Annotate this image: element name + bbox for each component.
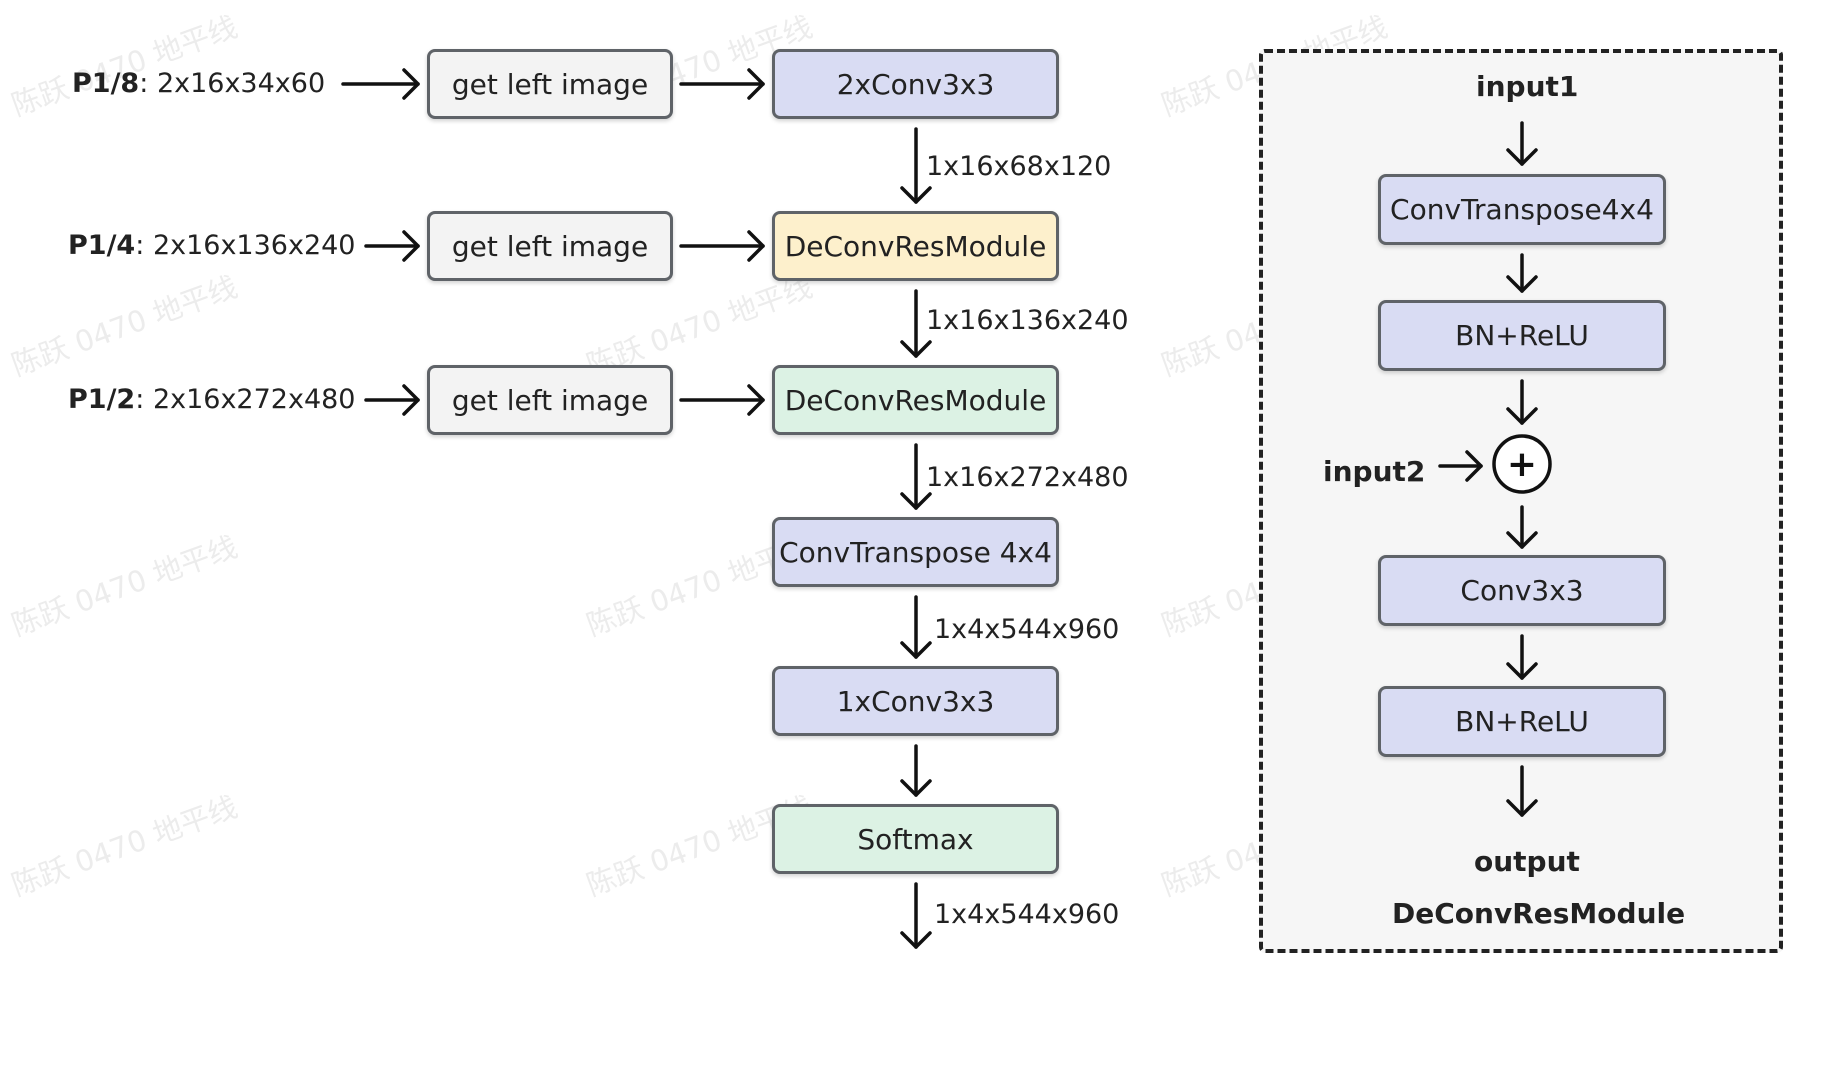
arrow-right-icon <box>1438 450 1483 482</box>
input-shape: 2x16x136x240 <box>152 230 356 261</box>
arrow-down-icon <box>900 289 932 358</box>
dim-label: 1x4x544x960 <box>934 899 1120 930</box>
arrow-down-icon <box>900 443 932 510</box>
node-deconvresmodule-2: DeConvResModule <box>772 365 1059 435</box>
input-sep: : <box>135 230 145 261</box>
input-sep: : <box>139 68 149 99</box>
get-left-image-box: get left image <box>427 49 673 119</box>
input-scale: P1/2 <box>68 384 136 415</box>
add-operator-icon: + <box>1492 434 1552 494</box>
input-sep: : <box>135 384 145 415</box>
dim-label: 1x16x272x480 <box>926 462 1129 493</box>
dim-label: 1x16x68x120 <box>926 151 1112 182</box>
arrow-right-icon <box>364 384 420 416</box>
arrow-down-icon <box>900 595 932 659</box>
arrow-down-icon <box>1506 121 1538 166</box>
arrow-down-icon <box>900 882 932 949</box>
dim-label: 1x16x136x240 <box>926 305 1129 336</box>
arrow-down-icon <box>1506 505 1538 549</box>
node-softmax: Softmax <box>772 804 1059 874</box>
arrow-right-icon <box>679 68 765 100</box>
module-node-convtranspose4x4: ConvTranspose4x4 <box>1378 174 1666 245</box>
module-input2: input2 <box>1323 455 1426 488</box>
input-scale: P1/8 <box>72 68 140 99</box>
arrow-down-icon <box>1506 379 1538 425</box>
input-shape: 2x16x34x60 <box>156 68 326 99</box>
module-title: DeConvResModule <box>1392 897 1686 930</box>
arrow-right-icon <box>679 230 765 262</box>
arrow-down-icon <box>900 744 932 797</box>
arrow-down-icon <box>900 127 932 204</box>
get-left-image-box: get left image <box>427 365 673 435</box>
input-label-p1-4: P1/4: 2x16x136x240 <box>68 230 355 261</box>
module-node-conv3x3: Conv3x3 <box>1378 555 1666 626</box>
node-2xconv3x3: 2xConv3x3 <box>772 49 1059 119</box>
arrow-right-icon <box>679 384 765 416</box>
input-label-p1-8: P1/8: 2x16x34x60 <box>72 68 325 99</box>
input-shape: 2x16x272x480 <box>152 384 356 415</box>
dim-label: 1x4x544x960 <box>934 614 1120 645</box>
module-output: output <box>1474 845 1580 878</box>
arrow-down-icon <box>1506 765 1538 817</box>
input-label-p1-2: P1/2: 2x16x272x480 <box>68 384 355 415</box>
arrow-right-icon <box>364 230 420 262</box>
input-scale: P1/4 <box>68 230 136 261</box>
node-deconvresmodule-1: DeConvResModule <box>772 211 1059 281</box>
arrow-right-icon <box>341 68 420 100</box>
add-operator-symbol: + <box>1507 444 1537 485</box>
module-node-bn-relu-1: BN+ReLU <box>1378 300 1666 371</box>
arrow-down-icon <box>1506 634 1538 680</box>
node-convtranspose-4x4: ConvTranspose 4x4 <box>772 517 1059 587</box>
module-node-bn-relu-2: BN+ReLU <box>1378 686 1666 757</box>
node-1xconv3x3: 1xConv3x3 <box>772 666 1059 736</box>
module-input1: input1 <box>1476 70 1579 103</box>
get-left-image-box: get left image <box>427 211 673 281</box>
arrow-down-icon <box>1506 253 1538 293</box>
